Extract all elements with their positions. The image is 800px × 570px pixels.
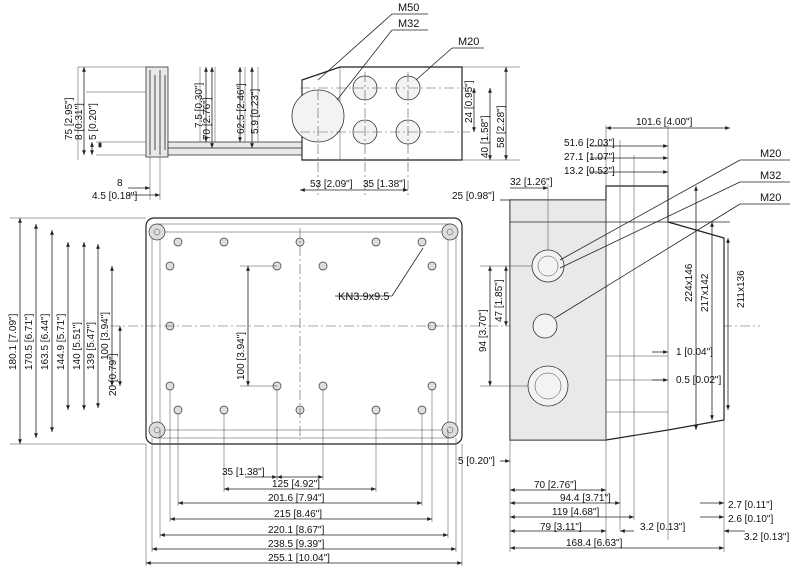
top-bottom-dim-35: 35 [1.38"] <box>363 179 406 190</box>
front-left-dim-144-9: 144.9 [5.71"] <box>56 313 67 370</box>
front-view: KN3.9x9.5 100 [3.94"] 180.1 [7.09"] 170.… <box>8 217 760 566</box>
callout-m50: M50 <box>398 2 419 14</box>
mounting-bosses <box>165 237 437 415</box>
front-bottom-dim-255-1: 255.1 [10.04"] <box>268 553 330 564</box>
front-left-dim-100: 100 [3.94"] <box>100 312 111 360</box>
front-bottom-dim-201-6: 201.6 [7.94"] <box>268 493 325 504</box>
top-inner-dim-70: 70 [2.76"] <box>202 97 213 140</box>
screw-label: KN3.9x9.5 <box>338 291 389 303</box>
top-left-dim-8: 8 [0.31"] <box>74 103 85 140</box>
top-bottom-dim-4-5: 4.5 [0.18"] <box>92 191 137 202</box>
front-left-dim-140: 140 [5.51"] <box>72 322 83 370</box>
side-right-bottom-dim-2-7: 2.7 [0.11"] <box>728 500 773 511</box>
top-right-dim-24: 24 [0.95"] <box>464 80 475 123</box>
side-left-dim-94: 94 [3.70"] <box>478 309 489 352</box>
top-left-dim-75: 75 [2.95"] <box>64 97 75 140</box>
side-bottom-dim-3-2: 3.2 [0.13"] <box>640 522 685 533</box>
front-bottom-dim-220-1: 220.1 [8.67"] <box>268 525 325 536</box>
top-right-dim-40: 40 [1.58"] <box>480 115 491 158</box>
side-top-dim-51-6: 51.6 [2.03"] <box>564 138 615 149</box>
side-top-dim-25: 25 [0.98"] <box>452 191 495 202</box>
front-left-dim-163-5: 163.5 [6.44"] <box>40 313 51 370</box>
side-bottom-dim-94-4: 94.4 [3.71"] <box>560 493 611 504</box>
side-callout-m20-top: M20 <box>760 148 781 160</box>
side-callout-m20-bottom: M20 <box>760 192 781 204</box>
top-bottom-dim-53: 53 [2.09"] <box>310 179 353 190</box>
side-top-dim-101-6: 101.6 [4.00"] <box>636 117 693 128</box>
top-view: 75 [2.95"] 8 [0.31"] 5 [0.20"] 7.5 [0.30… <box>64 2 520 202</box>
top-inner-dim-7-5: 7.5 [0.30"] <box>194 83 205 128</box>
side-right-bottom-dim-3-2: 3.2 [0.13"] <box>744 532 789 543</box>
front-bottom-dim-35: 35 [1.38"] <box>222 467 265 478</box>
side-bottom-dim-70: 70 [2.76"] <box>534 480 577 491</box>
side-dim-217x142: 217x142 <box>700 273 711 312</box>
front-left-dim-20: 20 [0.79"] <box>108 353 119 396</box>
front-bottom-dim-125: 125 [4.92"] <box>272 479 320 490</box>
side-bottom-dim-119: 119 [4.68"] <box>552 507 600 518</box>
front-left-dim-180-1: 180.1 [7.09"] <box>8 313 19 370</box>
side-right-bottom-dim-2-6: 2.6 [0.10"] <box>728 514 773 525</box>
side-bottom-dim-79: 79 [3.11"] <box>540 522 582 533</box>
front-bottom-dim-215: 215 [8.46"] <box>274 509 322 520</box>
side-bottom-dim-168-4: 168.4 [6.63"] <box>566 538 623 549</box>
top-left-dim-5: 5 [0.20"] <box>88 103 99 140</box>
side-left-bottom-dim: 5 [0.20"] <box>458 456 495 467</box>
front-left-dim-139: 139 [5.47"] <box>86 322 97 370</box>
side-right-dim-1: 1 [0.04"] <box>676 347 713 358</box>
callout-m20: M20 <box>458 36 479 48</box>
front-bottom-dim-238-5: 238.5 [9.39"] <box>268 539 325 550</box>
callout-m32: M32 <box>398 18 419 30</box>
side-left-dim-47: 47 [1.85"] <box>494 279 505 322</box>
top-inner-dim-5-9: 5.9 [0.23"] <box>250 89 261 134</box>
side-dim-211x136: 211x136 <box>736 270 747 308</box>
top-inner-dim-62-5: 62.5 [2.46"] <box>236 83 247 134</box>
side-top-dim-27-1: 27.1 [1.07"] <box>564 152 615 163</box>
side-callout-m32: M32 <box>760 170 781 182</box>
top-bottom-dim-8: 8 <box>117 178 123 189</box>
side-view: 101.6 [4.00"] 51.6 [2.03"] 27.1 [1.07"] … <box>452 117 790 552</box>
side-right-dim-0-5: 0.5 [0.02"] <box>676 375 721 386</box>
side-top-dim-13-2: 13.2 [0.52"] <box>564 166 615 177</box>
side-top-dim-32: 32 [1.26"] <box>510 177 553 188</box>
front-center-dim-100: 100 [3.94"] <box>236 332 247 380</box>
side-dim-224x146: 224x146 <box>684 263 695 302</box>
top-right-dim-58: 58 [2.28"] <box>496 105 507 148</box>
corner-screws <box>148 223 459 439</box>
front-left-dim-170-5: 170.5 [6.71"] <box>24 313 35 370</box>
